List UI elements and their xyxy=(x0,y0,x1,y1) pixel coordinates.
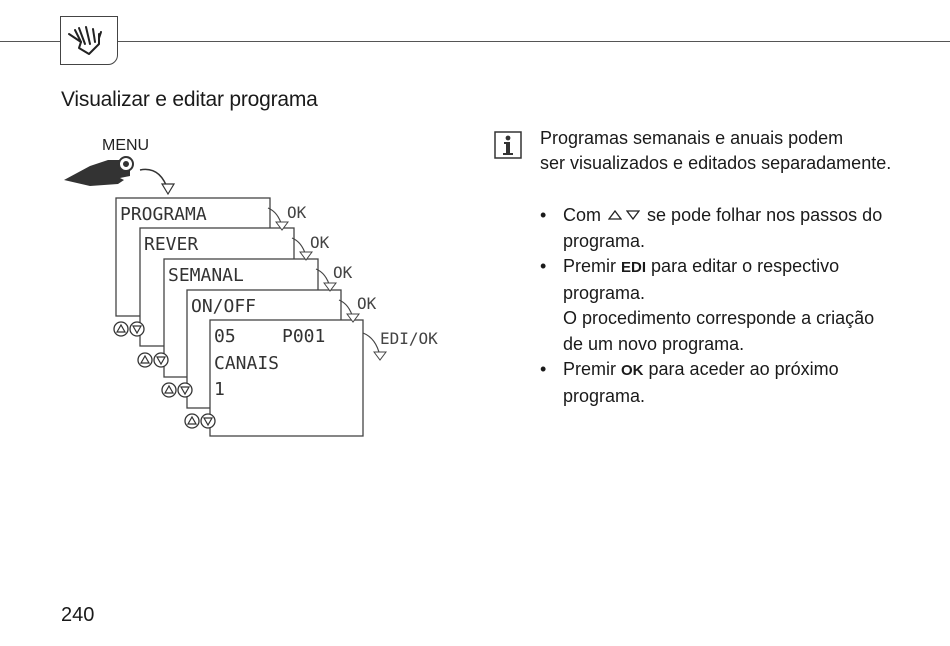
screen-semanal-text: SEMANAL xyxy=(168,265,244,286)
down-arrow-icon xyxy=(626,210,641,220)
instruction-list: • Com se pode folhar nos passos do progr… xyxy=(540,203,940,409)
info-icon xyxy=(494,131,522,164)
screen-programa-text: PROGRAMA xyxy=(120,204,207,225)
info-text: Programas semanais e anuais podem ser vi… xyxy=(540,126,940,176)
screen-program-detail: 05 P001 CANAIS 1 xyxy=(209,319,364,437)
header-icon-box xyxy=(60,16,118,65)
edi-key: EDI xyxy=(621,259,647,276)
list-item: • Premir OK para aceder ao próximo progr… xyxy=(540,359,839,406)
screen-detail-program: P001 xyxy=(282,326,325,347)
menu-label: MENU xyxy=(102,137,149,154)
screen-detail-channels: CANAIS xyxy=(214,353,279,374)
header-rule xyxy=(0,41,950,42)
ok-label-1: OK xyxy=(287,203,307,222)
screen-detail-number: 05 xyxy=(214,326,236,347)
list-item: • Premir EDI para editar o respectivo pr… xyxy=(540,256,875,354)
ok-label-4: OK xyxy=(357,294,377,313)
screen-on-off-text: ON/OFF xyxy=(191,296,256,317)
hand-icon xyxy=(68,26,102,55)
info-text-line: ser visualizados e editados separadament… xyxy=(540,153,892,173)
menu-navigation-diagram: MENU PROGRAMA REVER SEMANAL ON/OFF xyxy=(60,128,460,453)
ok-key: OK xyxy=(621,362,644,379)
page-number: 240 xyxy=(61,604,95,626)
list-item: • Com se pode folhar nos passos do progr… xyxy=(540,205,883,251)
edi-ok-label: EDI/OK xyxy=(380,329,438,348)
screen-detail-channel-value: 1 xyxy=(214,379,225,400)
ok-label-3: OK xyxy=(333,263,353,282)
info-text-line: Programas semanais e anuais podem xyxy=(540,128,844,148)
screen-rever-text: REVER xyxy=(144,234,198,255)
pointing-hand-icon xyxy=(64,156,134,186)
up-arrow-icon xyxy=(608,210,623,220)
ok-label-2: OK xyxy=(310,233,330,252)
page-title: Visualizar e editar programa xyxy=(61,88,318,111)
